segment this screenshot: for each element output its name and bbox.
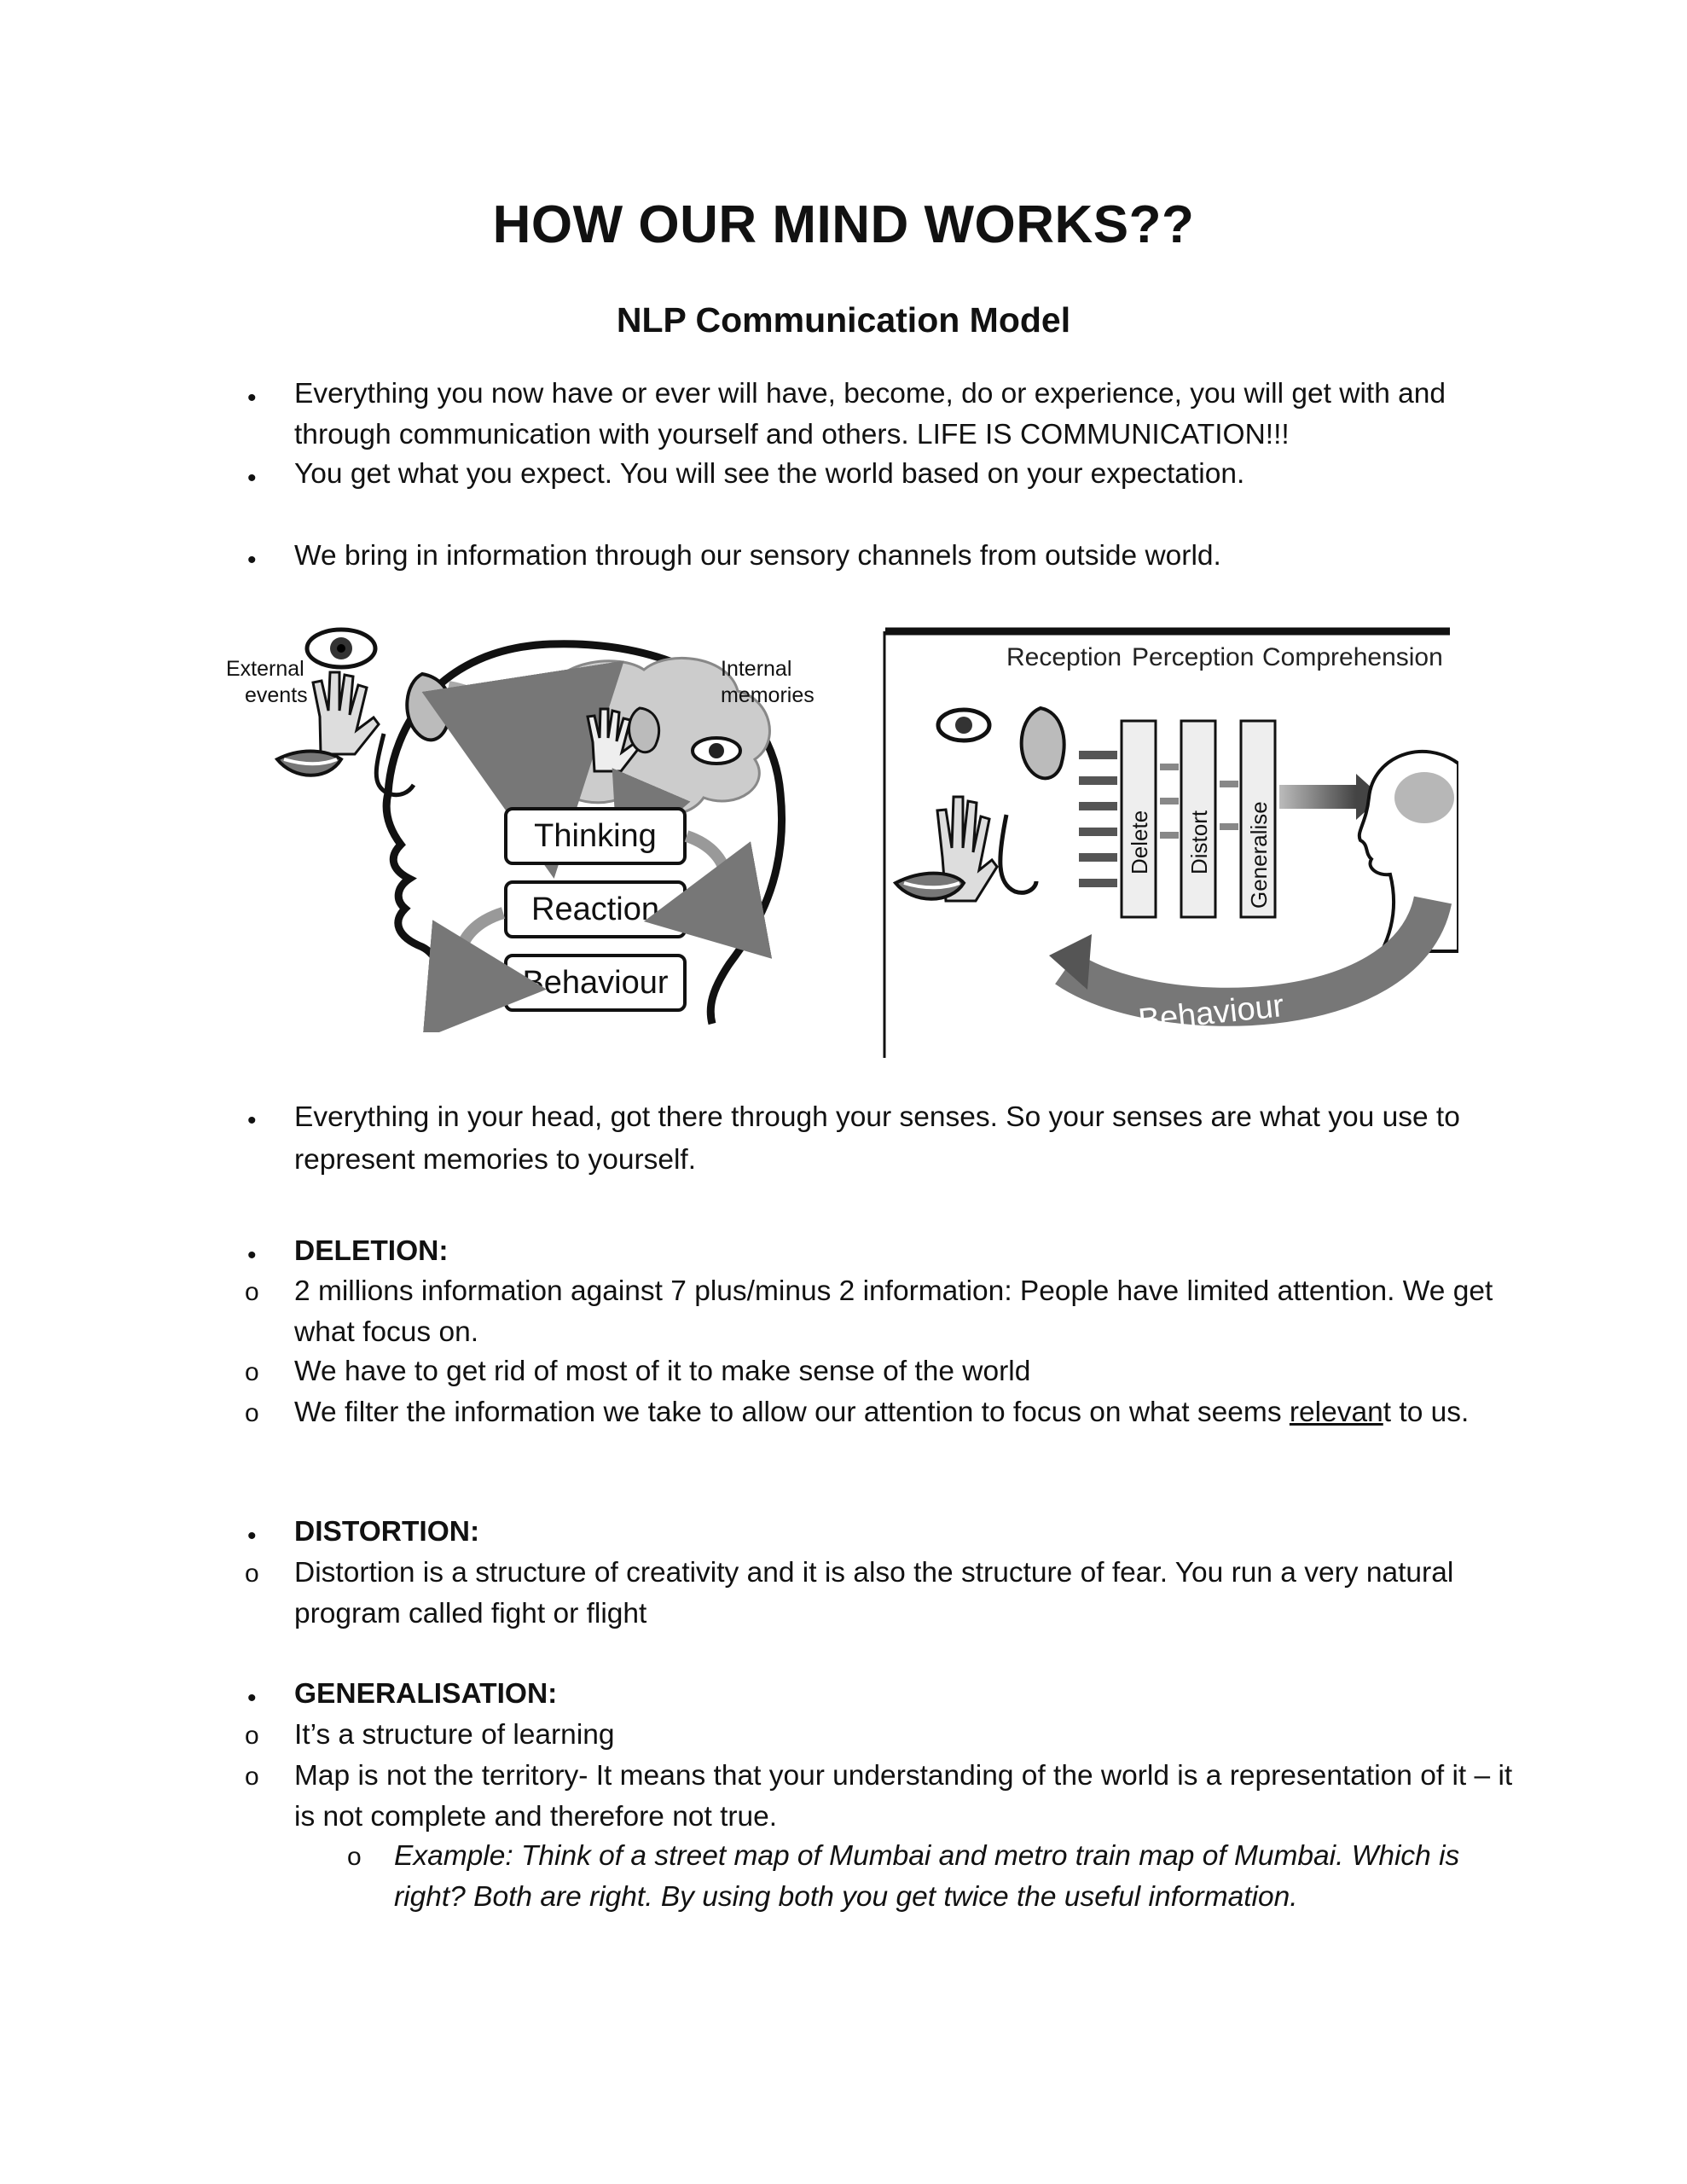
delete-label: Delete xyxy=(1127,810,1152,874)
sub-bullet-marker: o xyxy=(245,1399,259,1427)
deletion-heading: DELETION: xyxy=(294,1235,449,1267)
senses-bullet: Everything in your head, got there throu… xyxy=(294,1101,1460,1176)
bullet-marker: • xyxy=(247,1522,257,1550)
generalise-filter xyxy=(1239,719,1277,919)
sub-bullet-marker: o xyxy=(347,1843,362,1871)
bullet-marker: • xyxy=(247,1107,257,1135)
bullet-marker: • xyxy=(247,384,257,412)
reaction-label: Reaction xyxy=(531,892,659,927)
distort-filter xyxy=(1180,719,1217,919)
external-events-label: External xyxy=(226,657,304,681)
loop-arrow xyxy=(422,907,547,1032)
eye-icon xyxy=(304,627,378,670)
sub-bullet-marker: o xyxy=(245,1722,259,1750)
sub-bullet-marker: o xyxy=(245,1358,259,1386)
generalisation-point-2: Map is not the territory- It means that … xyxy=(294,1760,1513,1833)
generalisation-point-1: It’s a structure of learning xyxy=(294,1719,615,1751)
internal-memories-label: memories xyxy=(721,683,815,707)
input-arrows xyxy=(1079,751,1117,887)
comprehension-arrow xyxy=(1279,785,1356,809)
bullet-marker: • xyxy=(247,1684,257,1712)
sub-bullet-marker: o xyxy=(245,1560,259,1588)
ear-icon xyxy=(628,706,661,754)
distort-label: Distort xyxy=(1186,810,1212,874)
perception-model-figure: Reception Perception Comprehension Delet… xyxy=(883,627,1458,1058)
internal-memories-label: Internal xyxy=(721,657,791,681)
distortion-point-1: Distortion is a structure of creativity … xyxy=(294,1557,1454,1629)
hand-icon xyxy=(311,671,380,756)
loop-arrow xyxy=(643,830,773,959)
deletion-point-3: We filter the information we take to all… xyxy=(294,1397,1470,1428)
perception-label: Perception xyxy=(1132,643,1254,671)
generalise-label: Generalise xyxy=(1246,801,1272,909)
thinking-label: Thinking xyxy=(534,818,657,854)
input-arrow xyxy=(421,660,624,879)
mouth-icon xyxy=(892,871,966,901)
mind-model-figure: External events Internal memories Thinki… xyxy=(226,627,815,1032)
behaviour-arrow xyxy=(1055,895,1452,1026)
nose-icon xyxy=(998,814,1039,895)
deletion-point-2: We have to get rid of most of it to make… xyxy=(294,1356,1031,1387)
delete-filter xyxy=(1120,719,1157,919)
nose-icon xyxy=(374,733,416,798)
distortion-heading: DISTORTION: xyxy=(294,1516,480,1548)
mouth-icon xyxy=(274,749,344,777)
behaviour-label: Behaviour xyxy=(522,965,668,1001)
page-subtitle: NLP Communication Model xyxy=(616,300,1071,340)
page-title: HOW OUR MIND WORKS?? xyxy=(492,195,1195,254)
eye-icon xyxy=(936,707,992,743)
generalisation-heading: GENERALISATION: xyxy=(294,1678,558,1710)
external-events-label: events xyxy=(245,683,308,707)
filter-arrows xyxy=(1160,764,1238,839)
bullet-marker: • xyxy=(247,546,257,574)
intro-bullet-communication: Everything you now have or ever will hav… xyxy=(294,378,1446,450)
comprehension-label: Comprehension xyxy=(1262,643,1443,671)
sub-bullet-marker: o xyxy=(245,1278,259,1306)
hand-icon xyxy=(586,707,641,773)
bullet-marker: • xyxy=(247,464,257,492)
thinking-box xyxy=(504,807,687,865)
reception-label: Reception xyxy=(1006,643,1122,671)
deletion-point-1: 2 millions information against 7 plus/mi… xyxy=(294,1275,1493,1348)
generalisation-example: Example: Think of a street map of Mumbai… xyxy=(394,1840,1460,1913)
eye-icon xyxy=(691,736,742,765)
intro-bullet-sensory: We bring in information through our sens… xyxy=(294,540,1221,572)
intro-bullet-expectation: You get what you expect. You will see th… xyxy=(294,458,1245,490)
sub-bullet-marker: o xyxy=(245,1763,259,1791)
bullet-marker: • xyxy=(247,1241,257,1269)
ear-icon xyxy=(1019,706,1066,781)
